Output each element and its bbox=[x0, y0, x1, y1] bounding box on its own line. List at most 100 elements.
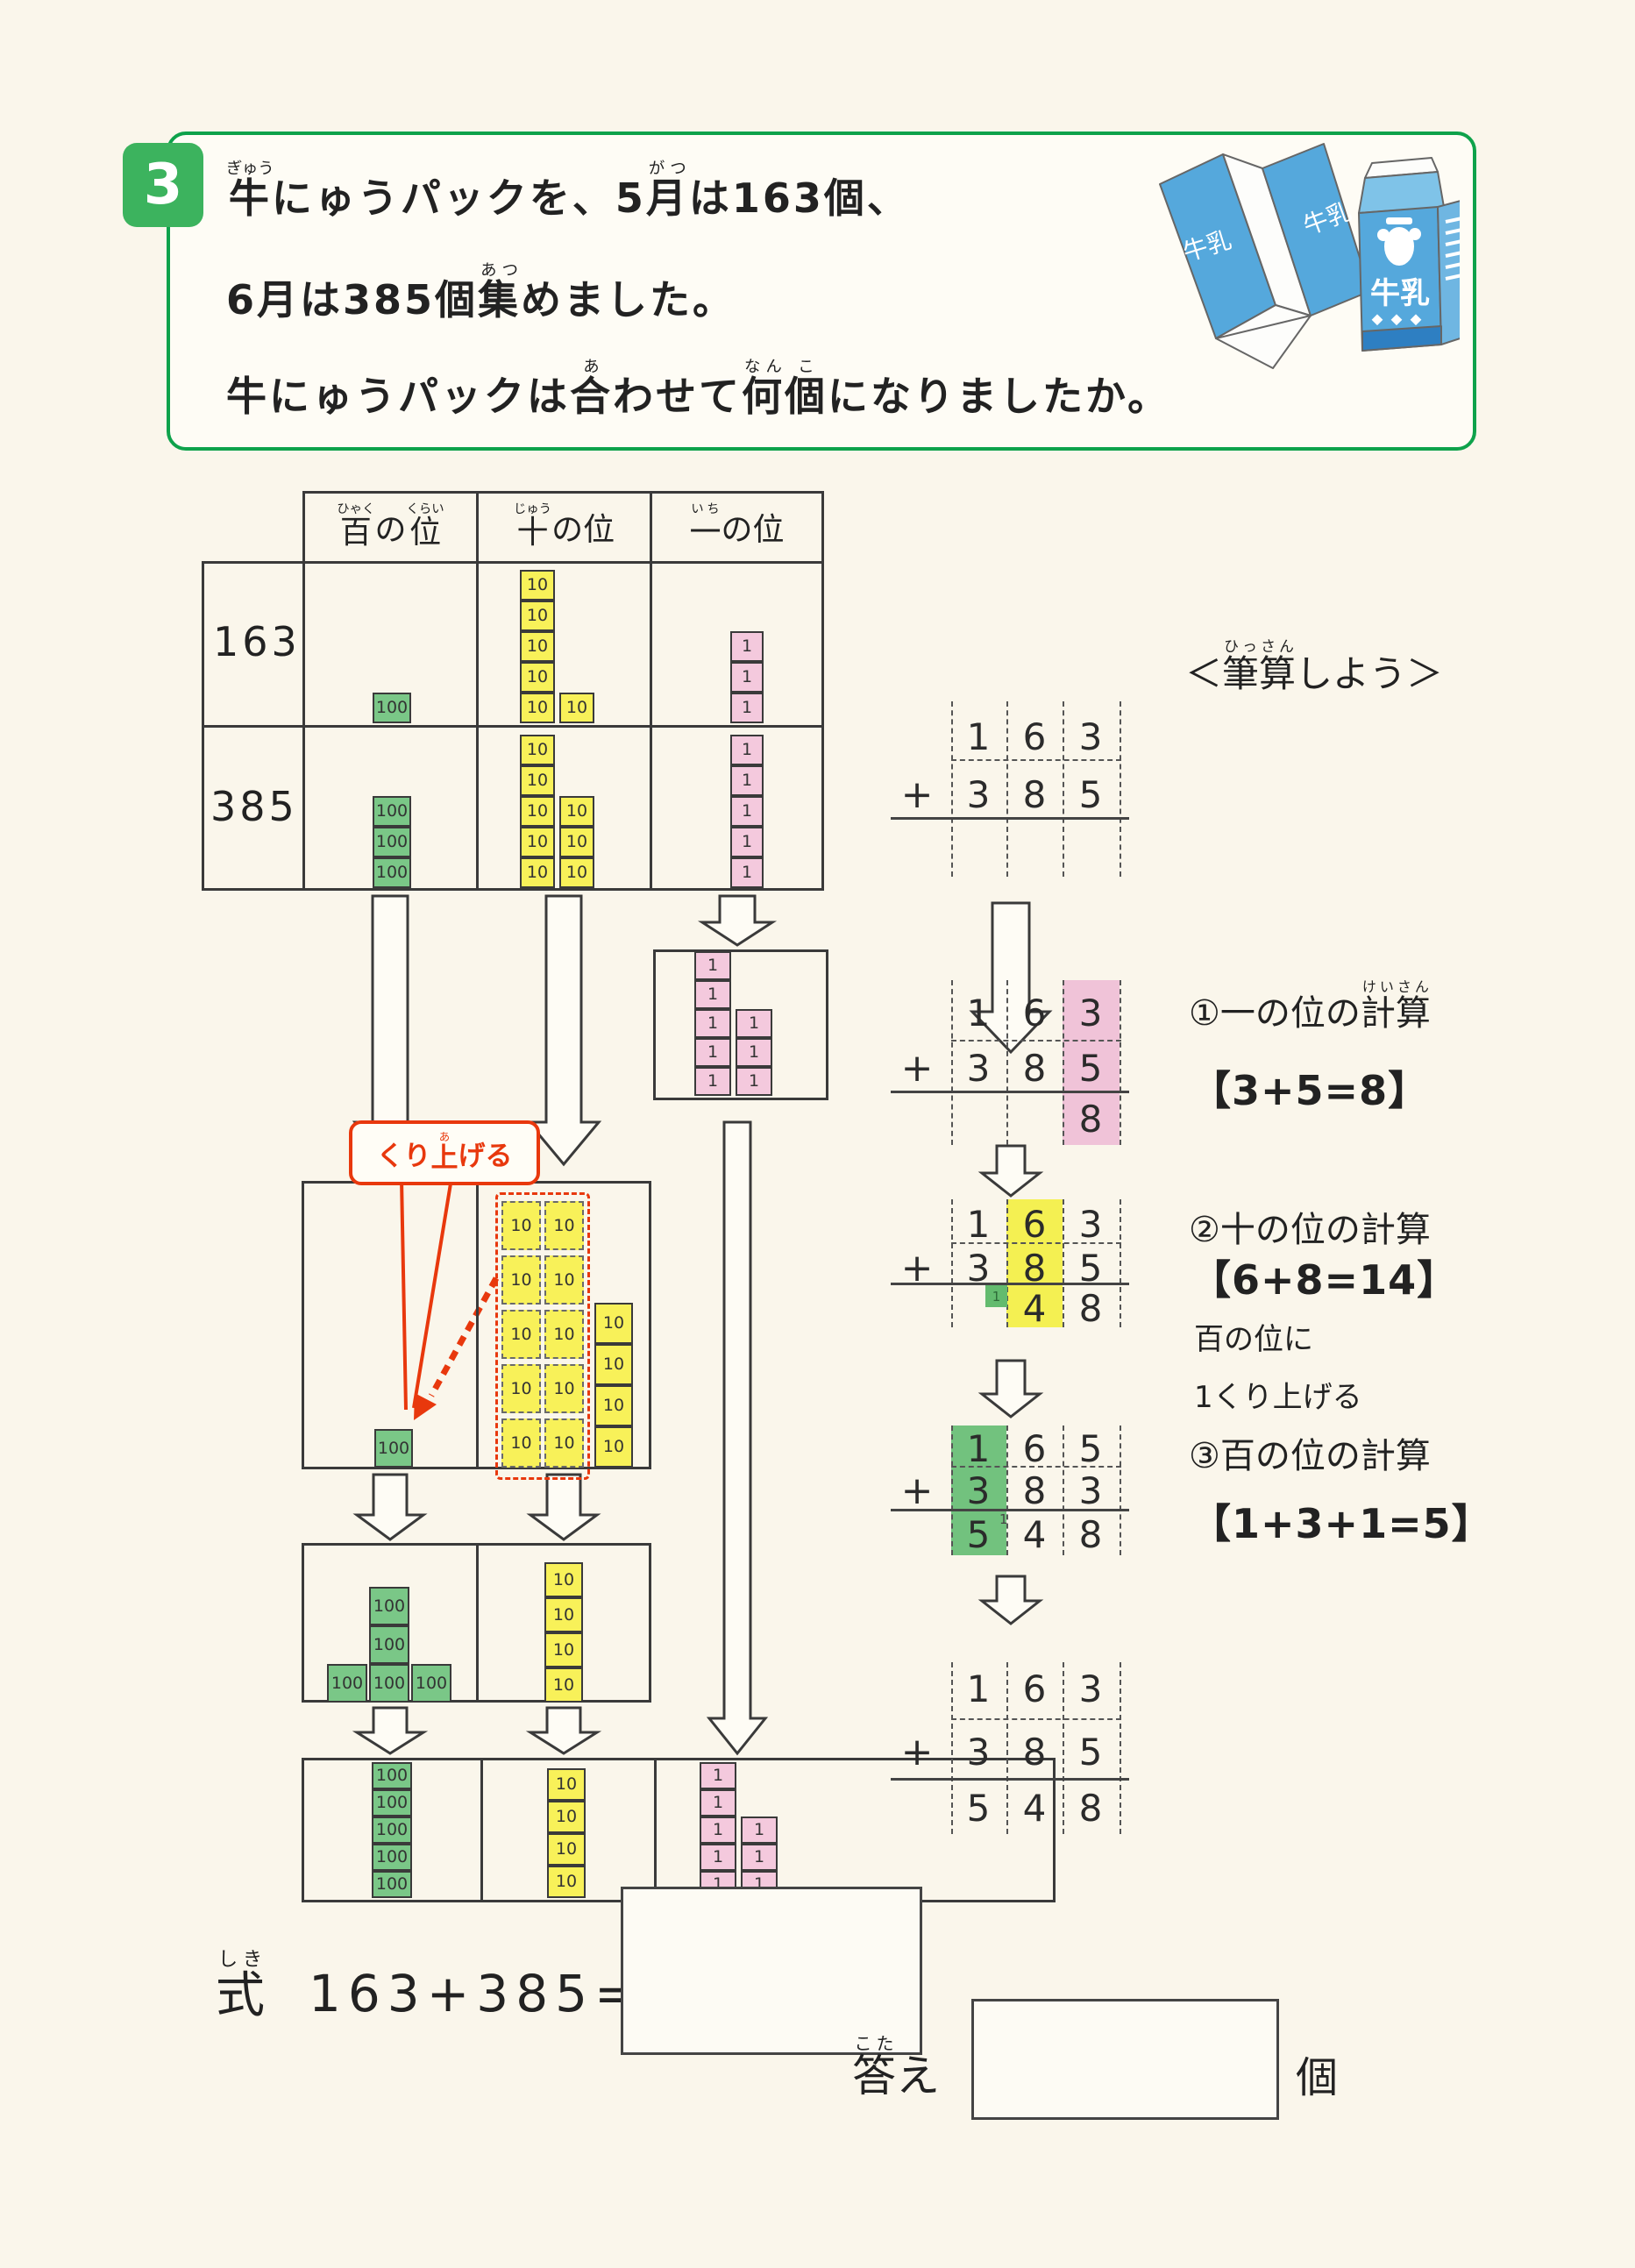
ten-block: 10 bbox=[559, 796, 594, 827]
header-hundreds-place: 百ひゃくの位くらい bbox=[337, 501, 444, 551]
ten-block: 10 bbox=[520, 662, 555, 693]
digit-cell: 4 bbox=[1022, 1513, 1047, 1556]
table-line bbox=[302, 491, 305, 891]
ten-block: 10 bbox=[559, 693, 594, 723]
ones-combined-box bbox=[653, 949, 828, 1100]
one-block: 1 bbox=[700, 1789, 736, 1817]
step3-label: ③百の位の計算 bbox=[1189, 1436, 1431, 1476]
ten-block: 10 bbox=[594, 1303, 633, 1344]
digit-cell: 5 bbox=[1078, 1247, 1103, 1290]
hissan-grid-line bbox=[951, 1040, 1121, 1042]
ten-block: 10 bbox=[544, 1632, 583, 1667]
hissan-grid-line bbox=[1006, 1425, 1008, 1555]
equation-answer-box[interactable] bbox=[621, 1887, 922, 2055]
one-block: 1 bbox=[736, 1038, 772, 1067]
one-block: 1 bbox=[700, 1817, 736, 1844]
one-block: 1 bbox=[730, 662, 764, 693]
header-ones-place: 一いちの位 bbox=[689, 501, 785, 551]
step2-note-1: 百の位に bbox=[1194, 1322, 1313, 1357]
down-arrow-regroup-left bbox=[352, 1473, 428, 1541]
hundred-block: 100 bbox=[327, 1664, 367, 1703]
hundred-block: 100 bbox=[372, 1844, 412, 1871]
table-line bbox=[202, 561, 824, 564]
digit-cell: 6 bbox=[1022, 715, 1047, 758]
digit-cell: 3 bbox=[966, 1731, 991, 1774]
hundred-block: 100 bbox=[372, 1817, 412, 1844]
plus-sign: + bbox=[900, 772, 934, 817]
down-arrow-ones-long bbox=[706, 1120, 769, 1756]
digit-cell: 6 bbox=[1022, 992, 1047, 1034]
one-block: 1 bbox=[730, 827, 764, 857]
hundreds-box-divider bbox=[476, 1543, 479, 1703]
problem-line-1: 牛ぎゅうにゅうパックを、5月がつは163個、 bbox=[226, 160, 910, 222]
table-line bbox=[302, 491, 824, 494]
down-arrow-regroup-right bbox=[526, 1473, 601, 1541]
problem-number-badge: 3 bbox=[123, 143, 203, 227]
one-block: 1 bbox=[700, 1762, 736, 1789]
digit-cell: 5 bbox=[1078, 1731, 1103, 1774]
digit-cell: 8 bbox=[1078, 1287, 1103, 1330]
digit-cell: 1 bbox=[966, 1667, 991, 1710]
hissan-grid-line bbox=[951, 1242, 1121, 1244]
ten-block-regrouped: 10 bbox=[544, 1364, 584, 1413]
final-answer-box[interactable] bbox=[971, 1999, 1279, 2120]
step2-formula: 【6+8=14】 bbox=[1191, 1256, 1459, 1304]
digit-cell: 8 bbox=[1022, 1469, 1047, 1512]
hissan-grid-line bbox=[1120, 980, 1121, 1145]
digit-cell: 4 bbox=[1022, 1287, 1047, 1330]
row-label-163: 163 bbox=[213, 618, 301, 665]
carry-one-tick: 1 bbox=[999, 1511, 1008, 1527]
down-arrow-final-left bbox=[352, 1706, 429, 1755]
digit-cell: 8 bbox=[1078, 1513, 1103, 1556]
ten-block: 10 bbox=[520, 765, 555, 796]
down-arrow-hissan-3 bbox=[977, 1359, 1044, 1418]
hundred-block: 100 bbox=[369, 1664, 409, 1703]
step1-label: ①一の位の計算けいさん bbox=[1189, 978, 1431, 1034]
digit-cell: 1 bbox=[966, 1427, 991, 1470]
hissan-sum-line bbox=[891, 1283, 1129, 1285]
digit-cell: 8 bbox=[1078, 1098, 1103, 1141]
digit-cell: 3 bbox=[1078, 1667, 1103, 1710]
one-block: 1 bbox=[700, 1844, 736, 1871]
hissan-grid-line bbox=[1006, 980, 1008, 1145]
hissan-sum-line bbox=[891, 1778, 1129, 1781]
hissan-grid-line bbox=[1006, 1199, 1008, 1327]
ten-block: 10 bbox=[544, 1597, 583, 1632]
hissan-sum-line bbox=[891, 1509, 1129, 1511]
one-block: 1 bbox=[730, 765, 764, 796]
ten-block: 10 bbox=[547, 1801, 586, 1833]
unit-label: 個 bbox=[1296, 2053, 1339, 2102]
tens-column-highlight bbox=[1006, 1199, 1063, 1327]
table-line bbox=[650, 491, 652, 891]
digit-cell: 6 bbox=[1022, 1667, 1047, 1710]
digit-cell: 1 bbox=[966, 992, 991, 1034]
hissan-title: ＜筆算ひっさんしよう＞ bbox=[1185, 637, 1444, 695]
hissan-grid-line bbox=[1006, 701, 1008, 877]
hissan-grid-line bbox=[1120, 1662, 1121, 1834]
digit-cell: 3 bbox=[1078, 1469, 1103, 1512]
hissan-grid-line bbox=[1063, 701, 1064, 877]
ten-block: 10 bbox=[544, 1562, 583, 1597]
digit-cell: 5 bbox=[966, 1787, 991, 1830]
digit-cell: 3 bbox=[1078, 1203, 1103, 1246]
digit-cell: 8 bbox=[1022, 1731, 1047, 1774]
one-block: 1 bbox=[730, 631, 764, 662]
regroup-box-divider bbox=[476, 1181, 479, 1469]
hissan-grid-line bbox=[951, 1466, 1121, 1468]
equation-text: 163+385= bbox=[309, 1964, 644, 2023]
digit-cell: 8 bbox=[1022, 773, 1047, 816]
table-line bbox=[202, 725, 824, 728]
step3-formula: 【1+3+1=5】 bbox=[1191, 1500, 1493, 1547]
one-block: 1 bbox=[736, 1067, 772, 1096]
hissan-grid-line bbox=[951, 1662, 953, 1834]
hundred-block: 100 bbox=[372, 1871, 412, 1898]
header-tens-place: 十じゅうの位 bbox=[513, 501, 615, 551]
carried-hundred-block: 100 bbox=[374, 1429, 413, 1468]
ten-block: 10 bbox=[547, 1833, 586, 1866]
digit-cell: 3 bbox=[966, 1469, 991, 1512]
hissan-grid-line bbox=[1120, 1199, 1121, 1327]
ten-block-regrouped: 10 bbox=[501, 1255, 541, 1305]
hissan-grid-line bbox=[1063, 1662, 1064, 1834]
one-block: 1 bbox=[741, 1844, 778, 1871]
